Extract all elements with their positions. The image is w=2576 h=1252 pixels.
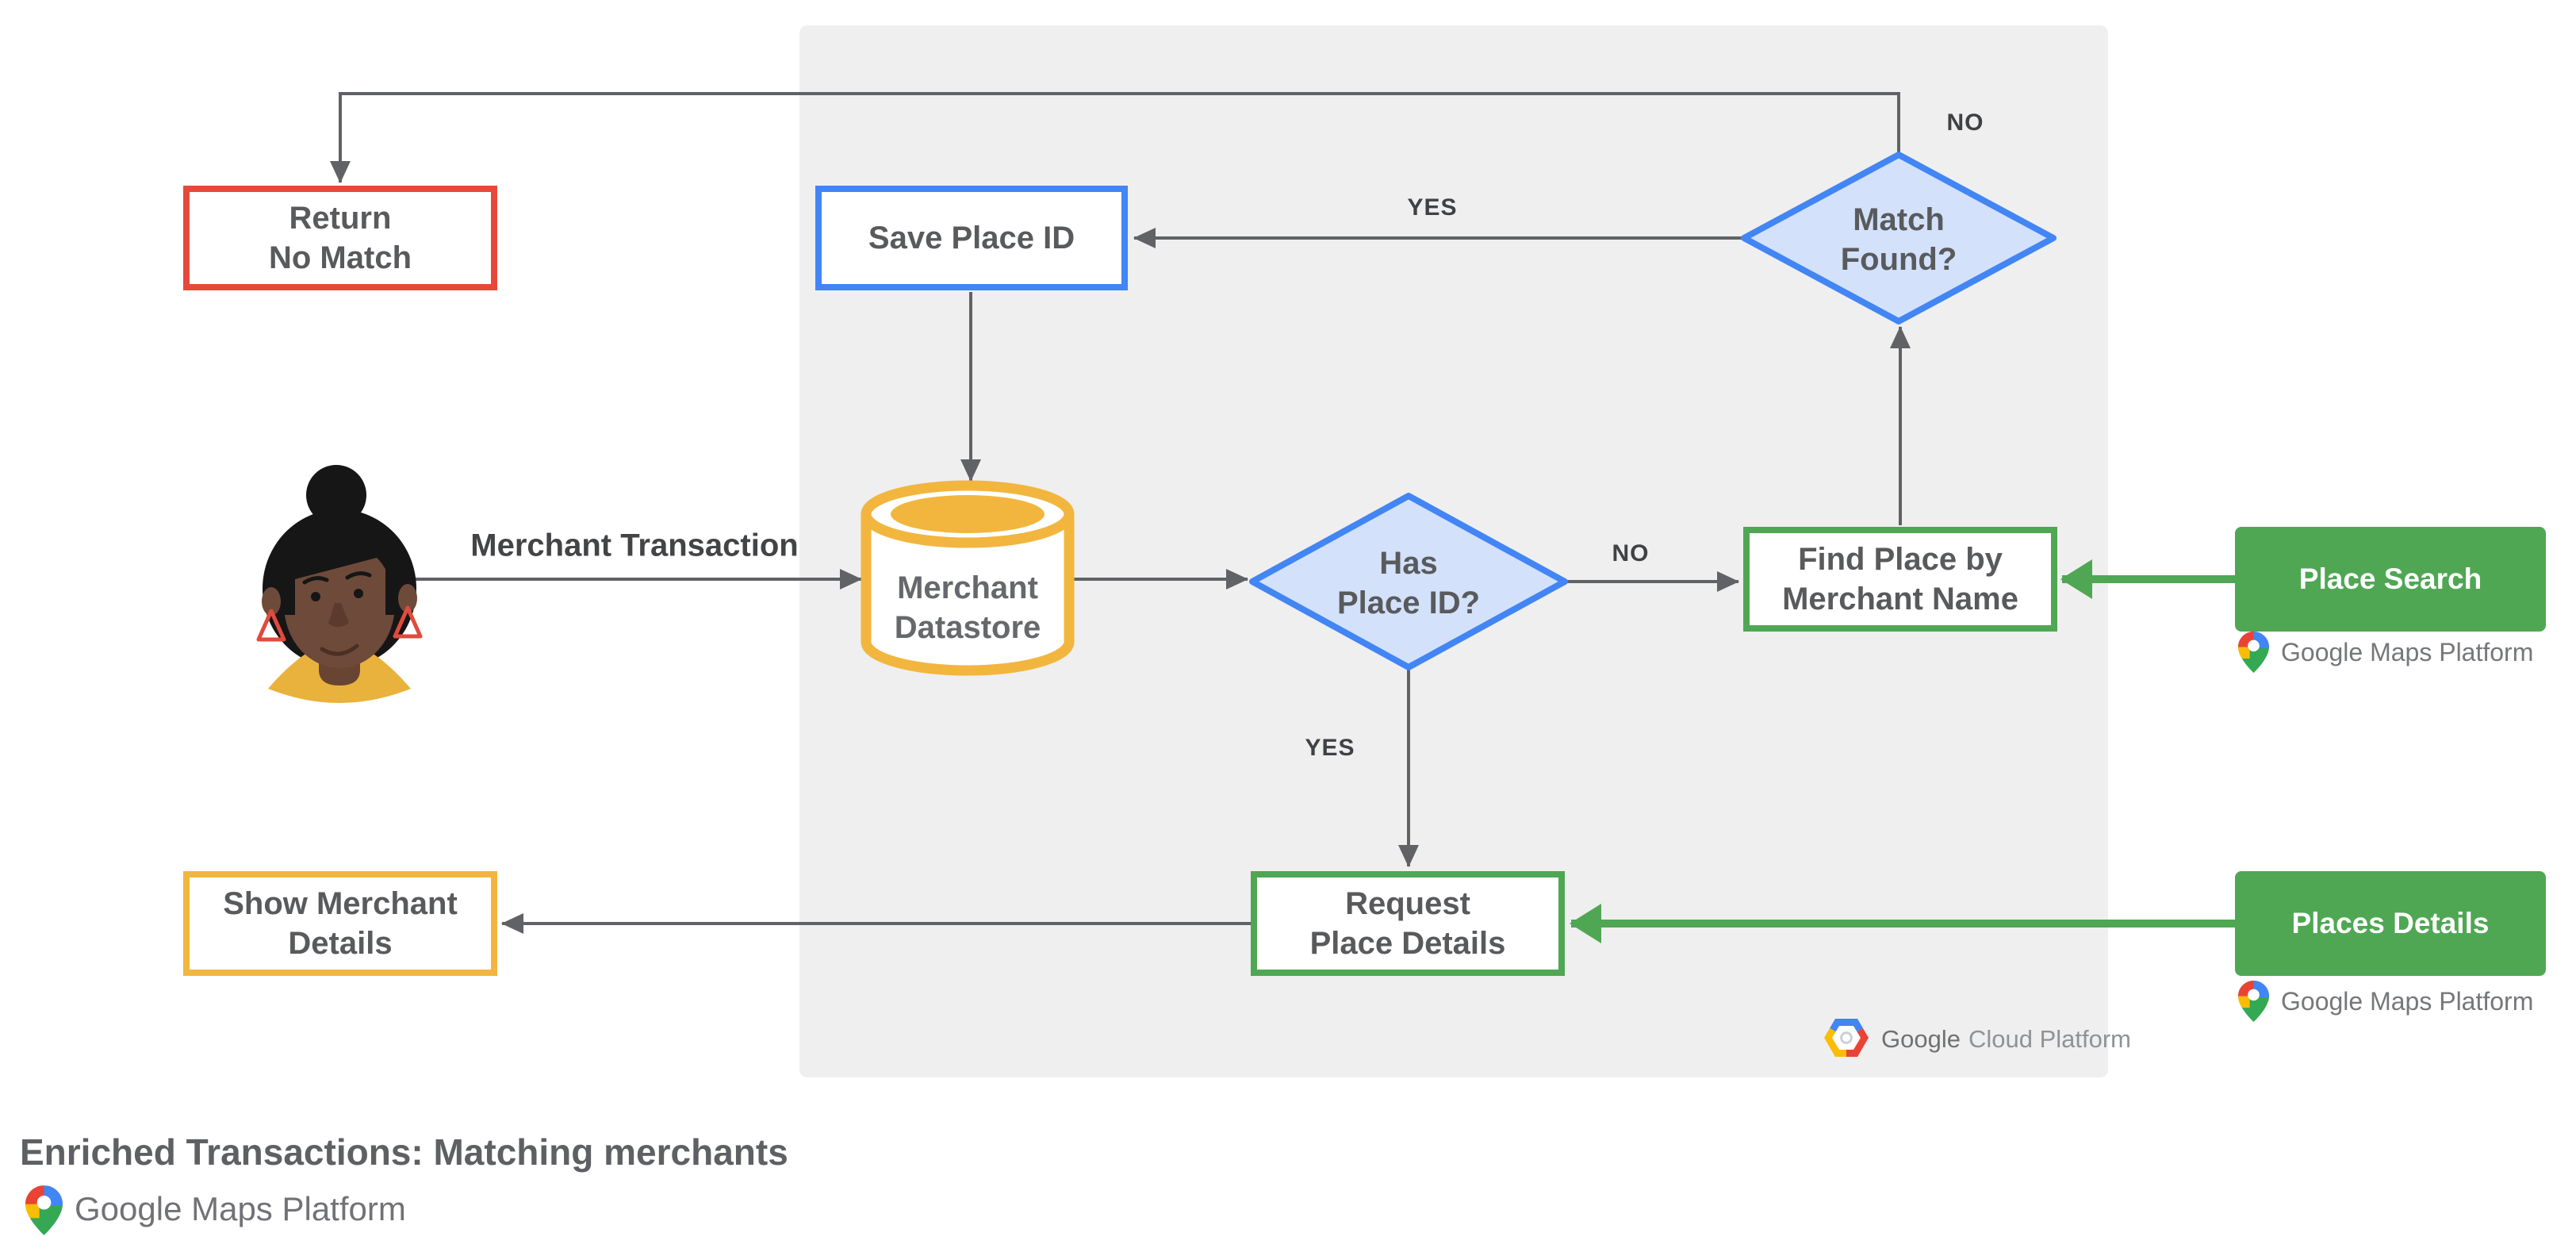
node-save-place-id: Save Place ID <box>815 186 1128 290</box>
google-maps-pin-icon <box>2238 632 2269 673</box>
match-found-label: Match Found? <box>1840 202 1957 277</box>
gray-connectors <box>330 92 1911 934</box>
merchant-datastore-label: Merchant Datastore <box>894 570 1041 645</box>
node-show-merchant-details: Show Merchant Details <box>183 871 497 976</box>
node-find-place-by-merchant-name: Find Place by Merchant Name <box>1743 527 2057 632</box>
google-cloud-hexagon-icon <box>1824 1019 1869 1057</box>
google-maps-pin-icon <box>2238 981 2269 1022</box>
has-place-id-diamond <box>1249 493 1568 670</box>
edge-label-has-no: NO <box>1612 540 1650 566</box>
database-cylinder-icon <box>861 480 1075 676</box>
gmp-brand-text-top: Google Maps Platform <box>2281 638 2534 666</box>
gcp-brand-google: Google <box>1881 1025 1961 1053</box>
edge-label-match-yes: YES <box>1407 194 1458 221</box>
has-place-id-label: Has Place ID? <box>1336 546 1481 620</box>
green-connectors <box>1570 559 2235 943</box>
gmp-brand-text-footer: Google Maps Platform <box>75 1190 406 1227</box>
node-return-no-match: Return No Match <box>183 186 497 290</box>
node-request-place-details: Request Place Details <box>1251 871 1565 976</box>
merchant-user-avatar <box>256 465 423 703</box>
match-found-diamond <box>1741 152 2057 325</box>
edge-matchfound-no-to-return <box>330 92 1900 183</box>
google-maps-pin-icon <box>25 1185 63 1235</box>
gmp-brand-text-bottom: Google Maps Platform <box>2281 987 2534 1016</box>
gcp-brand-cloud-platform: Cloud Platform <box>1968 1025 2131 1053</box>
edge-label-has-yes: YES <box>1305 735 1355 761</box>
edge-label-match-no: NO <box>1946 109 1984 136</box>
edge-label-merchant-transaction: Merchant Transaction <box>470 528 799 563</box>
diagram-title: Enriched Transactions: Matching merchant… <box>20 1131 788 1173</box>
api-places-details: Places Details <box>2235 871 2546 976</box>
api-place-search: Place Search <box>2235 527 2546 632</box>
